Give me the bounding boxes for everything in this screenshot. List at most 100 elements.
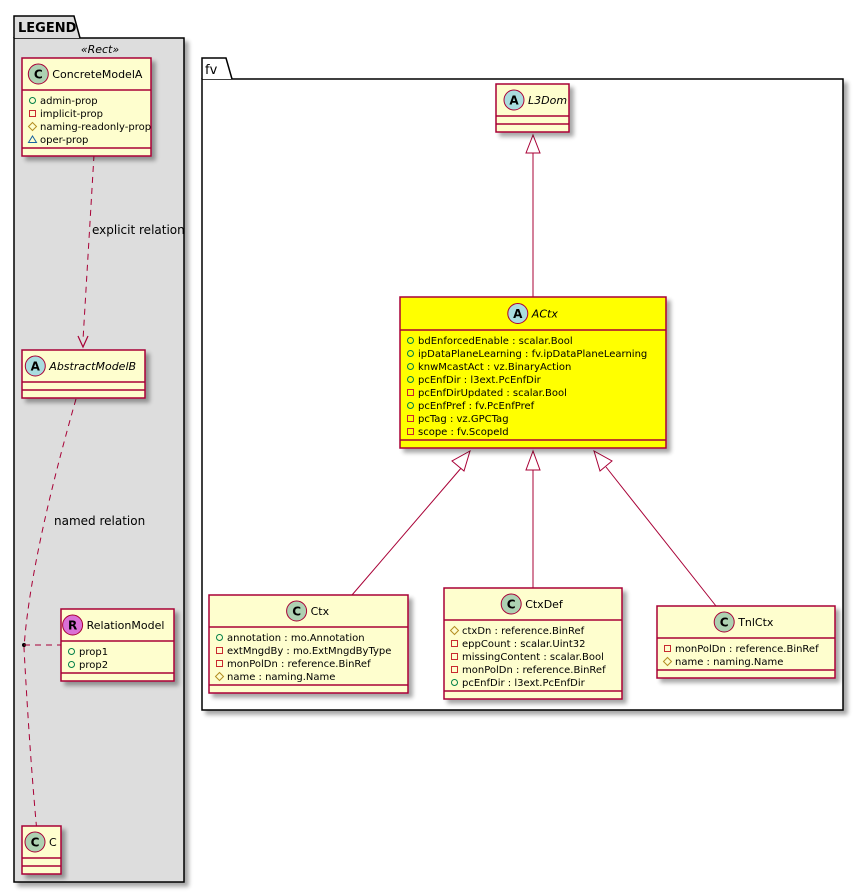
relation-explicit-line[interactable] [82,154,95,341]
class-attribute: oper-prop [40,135,88,146]
class-name: CtxDef [525,598,564,611]
visibility-public-icon [407,337,414,344]
visibility-private-icon [29,110,36,117]
class-name: Ctx [311,605,330,618]
class-attribute: eppCount : scalar.Uint32 [462,639,585,650]
class-actx[interactable]: A ACtx bdEnforcedEnable : scalar.Bool ipDat… [399,296,667,449]
relation-explicit-label: explicit relation [92,223,185,237]
package-fv-tab [201,57,233,80]
abstract-class-icon-letter: A [513,307,523,321]
class-attribute: admin-prop [40,96,98,107]
class-attribute: monPolDn : reference.BinRef [462,665,606,676]
relation-class-icon-letter: R [68,619,77,633]
classes-layer: C ConcreteModelA admin-prop implicit-prop na… [21,57,836,875]
class-attribute: missingContent : scalar.Bool [462,652,604,663]
class-tnlctx-box [656,605,836,679]
visibility-public-icon [29,97,36,104]
class-attribute: pcEnfDir : l3ext.PcEnfDir [418,375,542,386]
abstract-class-icon [507,303,529,324]
relation-explicit-arrowhead [77,335,89,349]
class-ctx-box [208,594,409,694]
class-attribute: knwMcastAct : vz.BinaryAction [418,362,571,373]
visibility-private-icon [216,660,223,667]
class-icon-letter: C [507,598,516,612]
class-attribute: prop2 [79,660,108,671]
visibility-private-icon [216,647,223,654]
visibility-public-icon [216,634,223,641]
abstract-class-icon-letter: A [31,360,41,374]
abstract-class-icon [503,89,525,111]
relation-class-icon [62,614,84,636]
class-attribute: bdEnforcedEnable : scalar.Bool [418,336,573,347]
generalization-arrowhead-ctx [451,449,471,472]
visibility-private-icon [451,666,458,673]
visibility-protected-icon [662,656,673,667]
class-icon [713,611,735,633]
class-attribute: name : naming.Name [227,672,335,683]
class-attribute: naming-readonly-prop [40,122,151,133]
visibility-public-icon [68,661,75,668]
class-name: ConcreteModelA [52,68,143,81]
class-attribute: implicit-prop [40,109,103,120]
visibility-public-icon [407,402,414,409]
class-actx-box [399,296,667,449]
visibility-public-icon [407,363,414,370]
class-attribute: monPolDn : reference.BinRef [227,659,371,670]
package-legend-body [13,37,185,883]
class-attribute: extMngdBy : mo.ExtMngdByType [227,646,391,657]
package-fv-name: fv [205,63,218,78]
relation-named-label: named relation [54,514,145,528]
class-name: C [49,836,57,849]
class-ctx[interactable]: C Ctx annotation : mo.Annotation extMngdBy … [208,594,409,694]
class-attribute: pcEnfPref : fv.PcEnfPref [418,401,535,412]
class-attribute: monPolDn : reference.BinRef [675,644,819,655]
visibility-private-icon [407,415,414,422]
visibility-private-icon [407,389,414,396]
class-attribute: ctxDn : reference.BinRef [462,626,585,637]
class-icon-letter: C [34,68,43,82]
class-l3dom-box [495,83,570,133]
generalization-arrowhead-ctxdef [525,449,541,471]
visibility-protected-icon [449,625,460,636]
visibility-public-icon [451,679,458,686]
class-name: ACtx [531,308,559,321]
class-icon-letter: C [292,605,301,619]
abstract-class-icon-letter: A [509,94,519,108]
class-concretemodela[interactable]: C ConcreteModelA admin-prop implicit-prop na… [21,57,152,157]
class-attribute: name : naming.Name [675,657,783,668]
class-ctxdef-box [443,587,623,700]
visibility-protected-icon [214,671,225,682]
visibility-package-icon [27,135,38,143]
class-ctxdef[interactable]: C CtxDef ctxDn : reference.BinRef eppCount … [443,587,623,700]
generalization-tnlctx-actx[interactable] [605,466,717,607]
class-attribute: annotation : mo.Annotation [227,633,365,644]
relations-layer: explicit relation named relation [22,133,717,851]
package-legend-tab [13,15,81,39]
visibility-protected-icon [27,121,38,132]
visibility-private-icon [664,645,671,652]
class-icon [24,831,46,853]
class-abstractmodelb[interactable]: A AbstractModelB [21,349,146,399]
class-name: AbstractModelB [48,360,136,373]
class-name: RelationModel [87,619,165,632]
class-attribute: ipDataPlaneLearning : fv.ipDataPlaneLear… [418,349,647,360]
package-legend: LEGEND «Rect» [13,15,185,883]
class-name: TnlCtx [737,616,774,629]
generalization-arrowhead-tnlctx [593,449,613,472]
abstract-class-icon [24,355,46,377]
generalization-ctx-actx[interactable] [351,466,463,596]
generalization-arrowhead-l3dom [525,133,541,154]
class-attribute: pcTag : vz.GPCTag [418,414,509,425]
relation-named-line[interactable] [23,398,77,844]
visibility-public-icon [407,350,414,357]
class-icon-letter: C [31,836,40,850]
visibility-private-icon [451,653,458,660]
class-icon [500,593,522,615]
package-legend-name: LEGEND [18,21,77,36]
package-legend-stereotype: «Rect» [81,43,120,56]
